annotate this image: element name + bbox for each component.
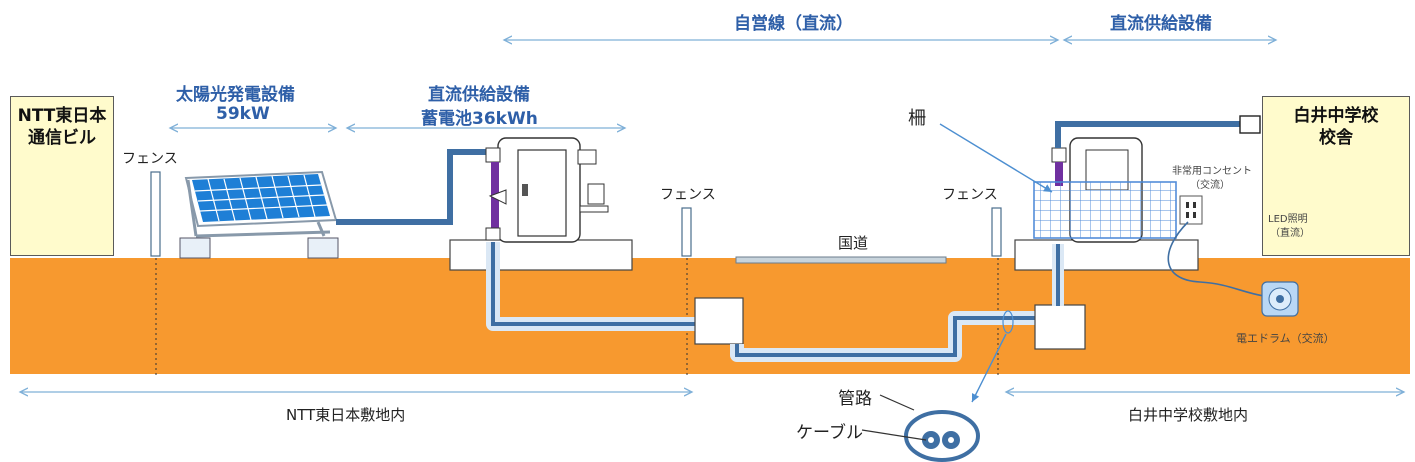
solar-panel-icon [179,170,339,259]
fence-label-1: フェンス [122,151,178,167]
cable-label-leader [861,429,927,441]
conduit-marker [1002,310,1014,334]
fence-grid-icon [1033,181,1177,239]
ntt-building-line1: NTT東日本 [17,106,107,126]
led-label-1: LED照明 [1268,214,1308,225]
fence-post-2 [681,207,692,257]
cable-solar-to-supply [336,149,492,225]
fence-label-3: フェンス [942,187,998,203]
drum-cable [1167,221,1265,297]
ntt-building-line2: 通信ビル [28,128,96,148]
private-line-label: 自営線（直流） [734,14,853,34]
conduit-cross-section-icon [904,410,980,462]
conduit-pointer [971,333,1007,403]
conduit-label-leader [879,394,915,411]
ntt-building: NTT東日本 通信ビル [10,96,114,256]
foundation-right [1014,239,1199,271]
fence-label-2: フェンス [660,187,716,203]
solar-kw-label: 59kW [216,104,270,124]
emergency-outlet-label-1: 非常用コンセント [1172,166,1252,177]
cable-to-school [1055,121,1240,148]
emergency-outlet-label-2: （交流） [1190,180,1230,191]
cable-label: ケーブル [796,423,863,443]
fence-post-3 [991,207,1002,257]
underground-conduit [486,242,1086,362]
school-building-line1: 白井中学校 [1293,106,1379,126]
dc-supply-top-label: 直流供給設備 [1110,14,1212,34]
national-road [735,256,947,264]
fence-grid-label: 柵 [908,108,926,129]
fence-grid-pointer [939,123,1053,193]
school-premises-label: 白井中学校敷地内 [1128,406,1249,424]
led-label-2: （直流） [1270,228,1310,239]
dc-supply-mid-label: 直流供給設備 [428,85,530,105]
school-building: 白井中学校 校舎 [1262,96,1410,256]
outlet-icon [1179,195,1203,225]
dc-supply-cabinet-icon [485,137,609,243]
cable-drum-icon [1261,281,1299,317]
school-connector [1239,115,1261,134]
fence-post-1 [150,171,161,257]
national-road-label: 国道 [838,234,869,252]
conduit-label: 管路 [838,389,872,409]
ntt-premises-label: NTT東日本敷地内 [286,406,406,424]
battery-label: 蓄電池36kWh [421,109,538,129]
solar-label: 太陽光発電設備 [176,85,295,105]
foundation-left [449,239,633,271]
school-building-line2: 校舎 [1319,128,1353,148]
cable-drum-label: 電エドラム（交流） [1236,332,1335,345]
